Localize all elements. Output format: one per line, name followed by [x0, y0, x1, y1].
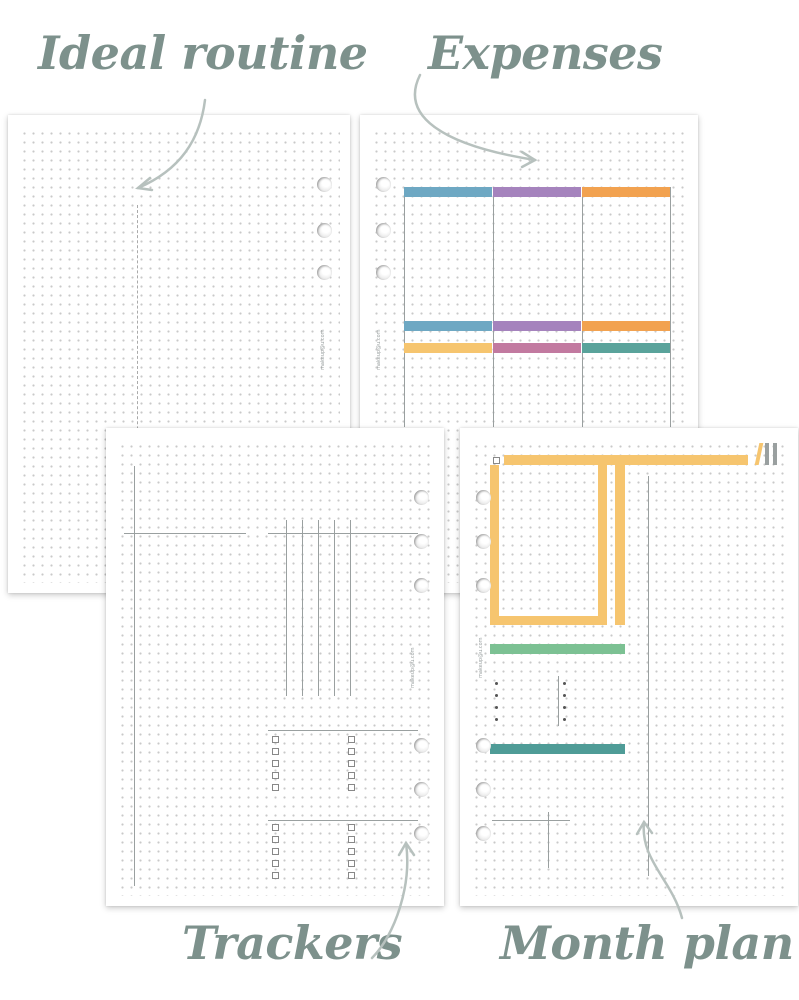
- tracker-column: [334, 520, 335, 696]
- ring-hole: [317, 265, 332, 280]
- header-bar-teal: [582, 343, 670, 353]
- ring-hole: [376, 223, 391, 238]
- caption-expenses: Expenses: [428, 26, 663, 80]
- yellow-frame: [490, 465, 607, 625]
- page-ideal-routine: makeup@u.com: [8, 115, 350, 593]
- bullet-dot: [563, 718, 566, 721]
- checkbox[interactable]: [348, 824, 355, 831]
- header-bar-yellow: [404, 343, 492, 353]
- bar-dark-teal: [490, 744, 625, 754]
- top-bar-yellow: [504, 455, 748, 465]
- column-divider: [493, 187, 494, 427]
- tracker-column: [318, 520, 319, 696]
- checkbox[interactable]: [348, 848, 355, 855]
- arrow-expenses-icon: [413, 73, 538, 169]
- vertical-rule: [558, 676, 559, 726]
- checkbox[interactable]: [348, 760, 355, 767]
- checkbox[interactable]: [348, 860, 355, 867]
- ring-hole: [317, 223, 332, 238]
- ring-hole: [476, 782, 491, 797]
- column-divider: [582, 187, 583, 427]
- vertical-rule: [134, 466, 135, 886]
- gray-stripe-icon: [773, 443, 777, 465]
- brand-label: makeup@u.com: [320, 329, 326, 370]
- column-divider: [670, 187, 671, 427]
- horizontal-rule: [492, 820, 570, 821]
- checkbox[interactable]: [272, 772, 279, 779]
- checkbox[interactable]: [348, 736, 355, 743]
- checkbox[interactable]: [348, 784, 355, 791]
- checkbox[interactable]: [348, 836, 355, 843]
- bullet-dot: [495, 706, 498, 709]
- checkbox[interactable]: [348, 748, 355, 755]
- header-bar-orange: [582, 321, 670, 331]
- header-bar-blue: [404, 187, 492, 197]
- checkbox[interactable]: [272, 748, 279, 755]
- checkbox[interactable]: [493, 457, 500, 464]
- bullet-dot: [495, 694, 498, 697]
- checkbox[interactable]: [272, 824, 279, 831]
- bullet-dot: [495, 718, 498, 721]
- checkbox[interactable]: [272, 736, 279, 743]
- header-bar-pink: [493, 343, 581, 353]
- checkbox[interactable]: [272, 860, 279, 867]
- caption-trackers: Trackers: [182, 916, 403, 970]
- arrow-month-plan-icon: [635, 819, 684, 920]
- checkbox[interactable]: [272, 760, 279, 767]
- horizontal-rule: [124, 533, 246, 534]
- ring-hole: [376, 265, 391, 280]
- ring-hole: [476, 578, 491, 593]
- bullet-dot: [563, 706, 566, 709]
- yellow-frame-divider: [615, 465, 625, 625]
- ring-hole: [376, 177, 391, 192]
- checkbox[interactable]: [272, 848, 279, 855]
- vertical-rule: [648, 476, 649, 876]
- horizontal-rule: [268, 533, 418, 534]
- header-bar-orange: [582, 187, 670, 197]
- caption-month-plan: Month plan: [500, 916, 794, 970]
- ring-hole: [476, 490, 491, 505]
- horizontal-rule: [268, 820, 418, 821]
- checkbox[interactable]: [348, 772, 355, 779]
- column-divider: [404, 187, 405, 427]
- ring-hole: [317, 177, 332, 192]
- bar-green: [490, 644, 625, 654]
- ring-hole: [476, 534, 491, 549]
- checkbox[interactable]: [272, 872, 279, 879]
- ring-hole: [476, 738, 491, 753]
- vertical-rule: [548, 812, 549, 868]
- brand-label: makeup@u.com: [478, 637, 484, 678]
- gray-stripe-icon: [765, 443, 769, 465]
- horizontal-rule: [268, 730, 418, 731]
- header-bar-purple: [493, 187, 581, 197]
- tracker-column: [302, 520, 303, 696]
- ring-hole: [414, 490, 429, 505]
- bullet-dot: [495, 682, 498, 685]
- timeline-line: [137, 205, 139, 545]
- arrow-trackers-icon: [370, 840, 416, 960]
- header-bar-purple: [493, 321, 581, 331]
- page-trackers: makeup@u.com: [106, 428, 444, 906]
- bullet-dot: [563, 694, 566, 697]
- checkbox[interactable]: [348, 872, 355, 879]
- arrow-ideal-routine-icon: [135, 98, 207, 192]
- ring-hole: [414, 578, 429, 593]
- ring-hole: [414, 738, 429, 753]
- brand-label: makeup@u.com: [410, 647, 416, 688]
- ring-hole: [414, 826, 429, 841]
- caption-ideal-routine: Ideal routine: [38, 26, 368, 80]
- header-bar-blue: [404, 321, 492, 331]
- tracker-column: [286, 520, 287, 696]
- bullet-dot: [563, 682, 566, 685]
- tracker-column: [350, 520, 351, 696]
- checkbox[interactable]: [272, 784, 279, 791]
- brand-label: makeup@u.com: [376, 329, 382, 370]
- ring-hole: [476, 826, 491, 841]
- checkbox[interactable]: [272, 836, 279, 843]
- ring-hole: [414, 782, 429, 797]
- page-month-plan: makeup@u.com: [460, 428, 798, 906]
- ring-hole: [414, 534, 429, 549]
